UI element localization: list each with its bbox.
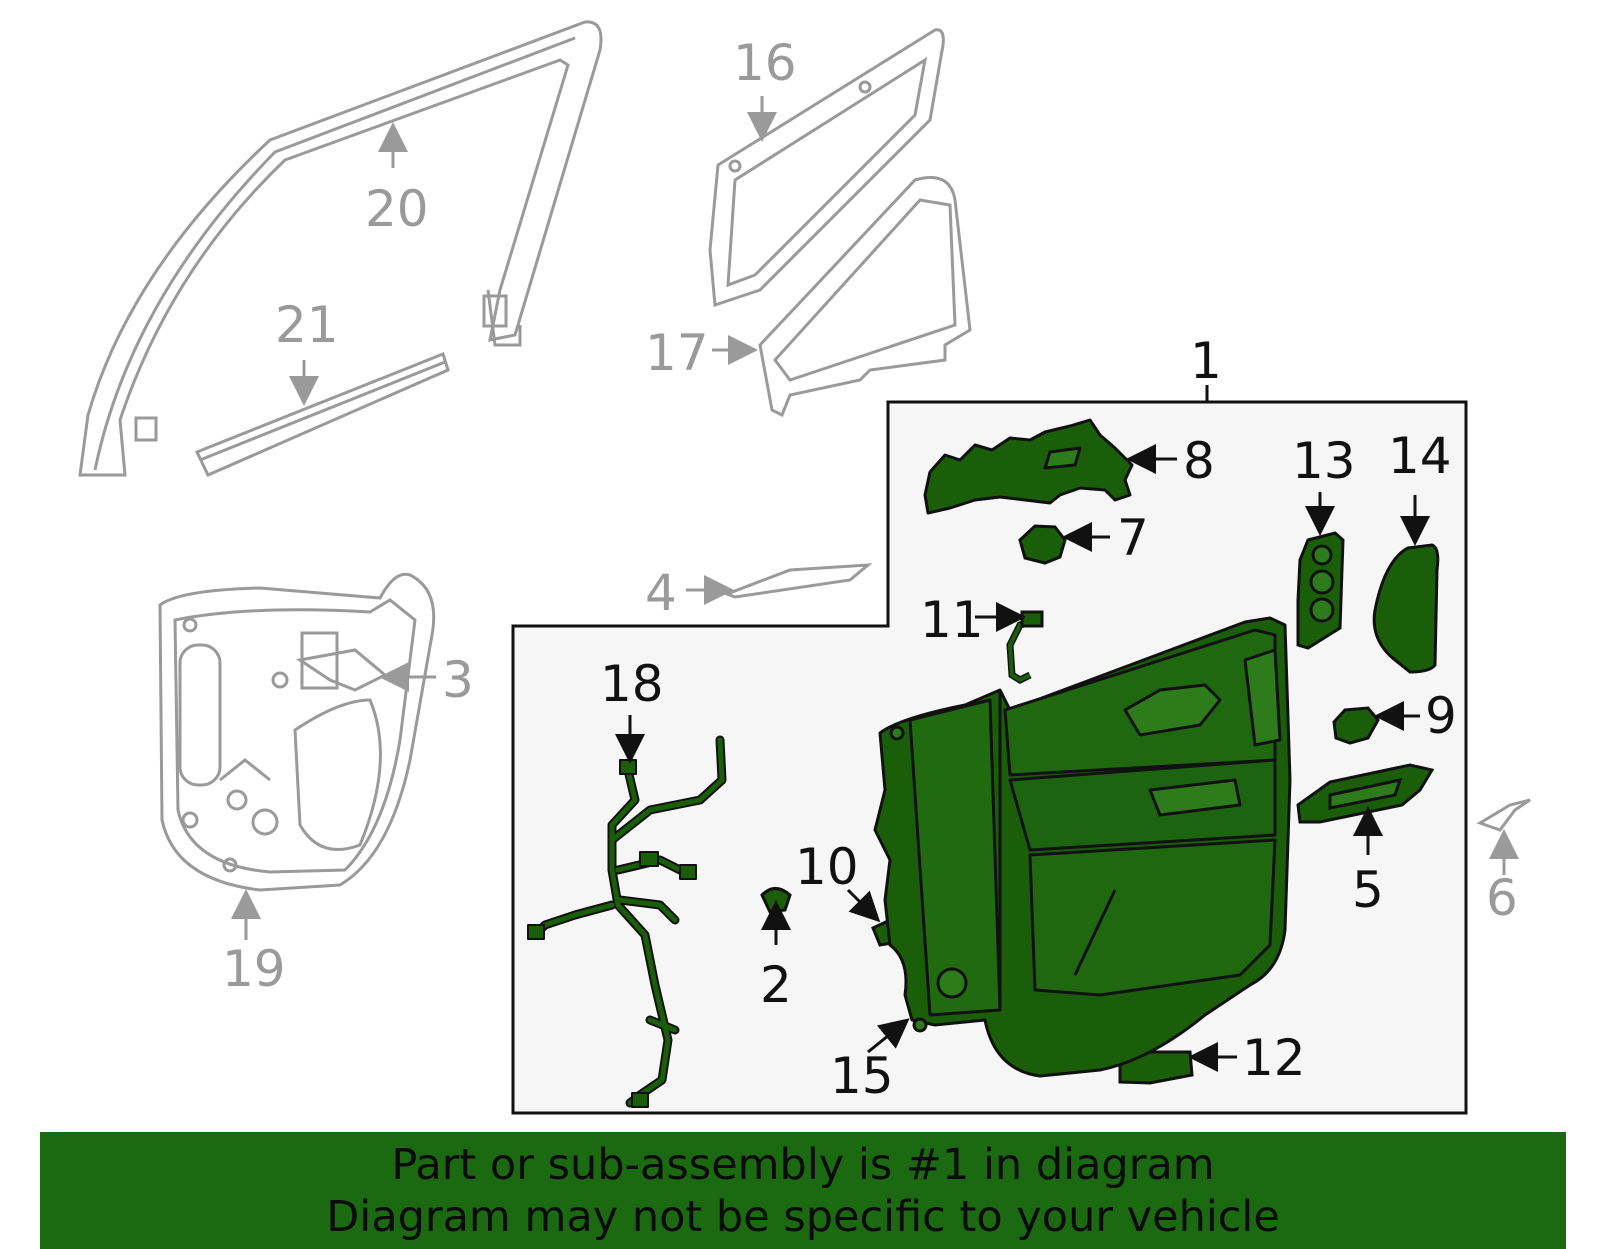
callout-11: 11 bbox=[920, 591, 984, 649]
part-6-shape bbox=[1476, 798, 1531, 832]
pull-cup-5-part bbox=[1296, 763, 1435, 824]
callout-6: 6 bbox=[1486, 869, 1518, 927]
banner-line-2: Diagram may not be specific to your vehi… bbox=[326, 1191, 1280, 1242]
door-trim-panel-part bbox=[873, 616, 1292, 1078]
callout-13: 13 bbox=[1292, 432, 1356, 490]
callout-5: 5 bbox=[1352, 861, 1384, 919]
part-4-shape bbox=[722, 563, 873, 599]
belt-molding-part bbox=[194, 352, 450, 477]
window-seal-part bbox=[708, 28, 945, 308]
wiring-harness-18-part bbox=[527, 735, 727, 1108]
callout-17: 17 bbox=[645, 324, 709, 382]
leader-arrows-grey bbox=[231, 96, 1519, 940]
upper-trim-bracket-part bbox=[923, 418, 1134, 515]
leader-arrows bbox=[615, 444, 1430, 1072]
switch-9-part bbox=[1332, 706, 1380, 745]
door-module-carrier-part bbox=[158, 572, 436, 892]
callout-20: 20 bbox=[365, 180, 429, 238]
callout-19: 19 bbox=[222, 940, 286, 998]
door-frame-molding-part bbox=[78, 20, 603, 477]
callout-21: 21 bbox=[275, 296, 339, 354]
info-banner: Part or sub-assembly is #1 in diagram Di… bbox=[40, 1132, 1566, 1249]
callout-3: 3 bbox=[442, 651, 474, 709]
callout-18: 18 bbox=[600, 655, 664, 713]
callout-1: 1 bbox=[1190, 332, 1222, 390]
speaker-cover-14-part bbox=[1372, 543, 1440, 674]
banner-line-1: Part or sub-assembly is #1 in diagram bbox=[391, 1139, 1215, 1190]
callout-8: 8 bbox=[1183, 432, 1215, 490]
callout-9: 9 bbox=[1425, 687, 1457, 745]
callout-10: 10 bbox=[795, 838, 859, 896]
callout-4: 4 bbox=[645, 564, 677, 622]
switch-bezel-13-part bbox=[1296, 531, 1345, 650]
callout-12: 12 bbox=[1242, 1029, 1306, 1087]
callout-14: 14 bbox=[1388, 427, 1452, 485]
callout-2: 2 bbox=[760, 956, 792, 1014]
window-trim-part bbox=[758, 176, 972, 418]
callout-7: 7 bbox=[1117, 509, 1149, 567]
callout-15: 15 bbox=[830, 1047, 894, 1105]
callout-16: 16 bbox=[733, 34, 797, 92]
